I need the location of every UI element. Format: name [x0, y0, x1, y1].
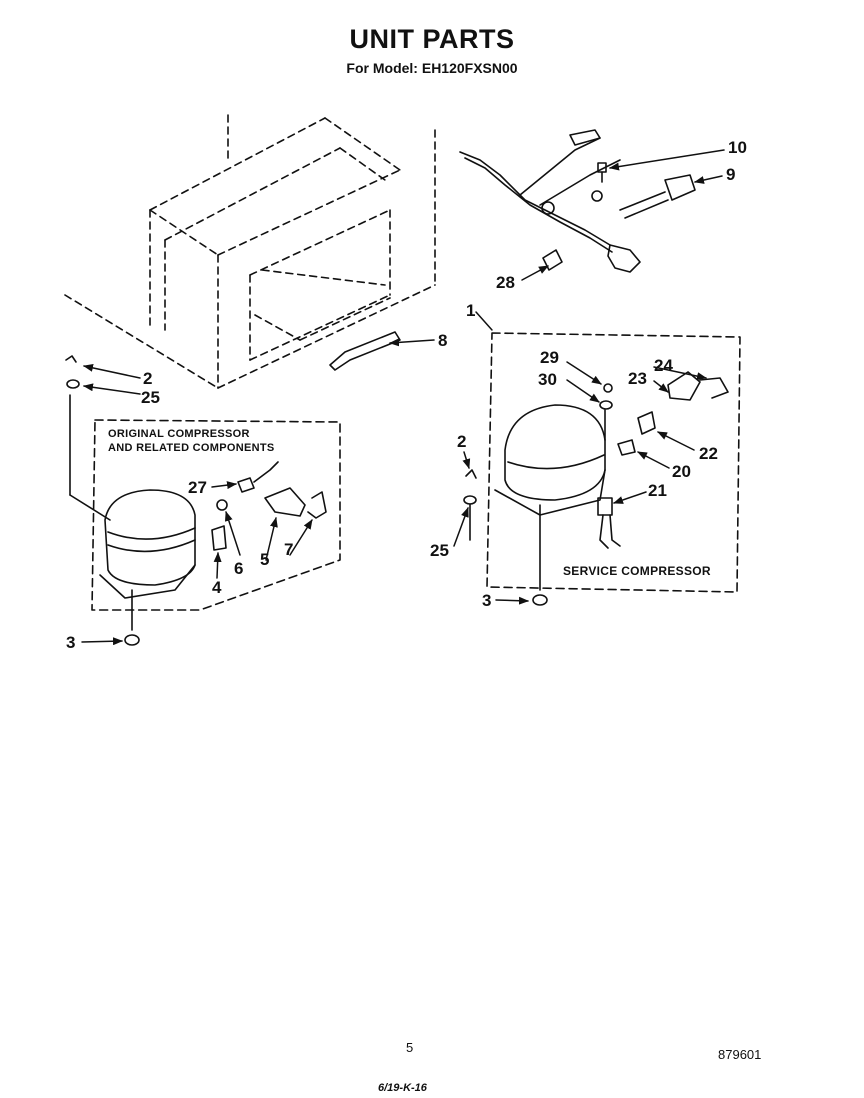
callout-7: 7	[284, 540, 294, 559]
page-title: UNIT PARTS	[349, 24, 515, 54]
callout-3-right: 3	[482, 591, 492, 610]
callout-6: 6	[234, 559, 244, 578]
callout-9: 9	[726, 165, 736, 184]
callout-27: 27	[188, 478, 207, 497]
original-label-line1: ORIGINAL COMPRESSOR	[108, 428, 250, 440]
callout-20: 20	[672, 462, 691, 481]
callout-21: 21	[648, 481, 667, 500]
original-compressor-label: ORIGINAL COMPRESSOR AND RELATED COMPONEN…	[108, 427, 275, 455]
callout-23: 23	[628, 369, 647, 388]
service-side-parts	[597, 371, 729, 549]
callout-5: 5	[260, 550, 270, 569]
original-compressor	[69, 394, 196, 631]
callout-25-left: 25	[141, 388, 160, 407]
original-label-line2: AND RELATED COMPONENTS	[108, 442, 275, 454]
grommet-left	[124, 634, 140, 646]
grommet-right	[532, 594, 548, 606]
wiring-harness	[459, 129, 696, 273]
page-number: 5	[406, 1040, 414, 1055]
callout-22: 22	[699, 444, 718, 463]
cabinet-outline	[64, 114, 436, 389]
bolt-washer-left	[65, 355, 80, 389]
screw-part	[597, 162, 607, 183]
callout-24: 24	[654, 356, 673, 375]
callout-leaders	[81, 149, 725, 646]
callout-2-left: 2	[143, 369, 153, 388]
model-subtitle: For Model: EH120FXSN00	[346, 60, 518, 76]
callout-30: 30	[538, 370, 557, 389]
service-compressor-box	[486, 332, 741, 593]
callout-10: 10	[728, 138, 747, 157]
callout-8: 8	[438, 331, 448, 350]
callout-4: 4	[212, 578, 222, 597]
drier-part	[329, 331, 401, 371]
handwritten-note: 6/19-K-16	[378, 1082, 427, 1094]
callout-2-right: 2	[457, 432, 467, 451]
service-compressor	[494, 404, 606, 591]
relay-overload-parts	[211, 461, 327, 551]
document-number: 879601	[718, 1047, 762, 1062]
callout-29: 29	[540, 348, 559, 367]
original-compressor-box	[91, 419, 341, 611]
callout-25-right: 25	[430, 541, 449, 560]
callout-28: 28	[496, 273, 515, 292]
bolt-washer-right	[463, 469, 477, 541]
callout-3-left: 3	[66, 633, 76, 652]
callout-1: 1	[466, 301, 476, 320]
service-compressor-label: SERVICE COMPRESSOR	[563, 564, 711, 578]
